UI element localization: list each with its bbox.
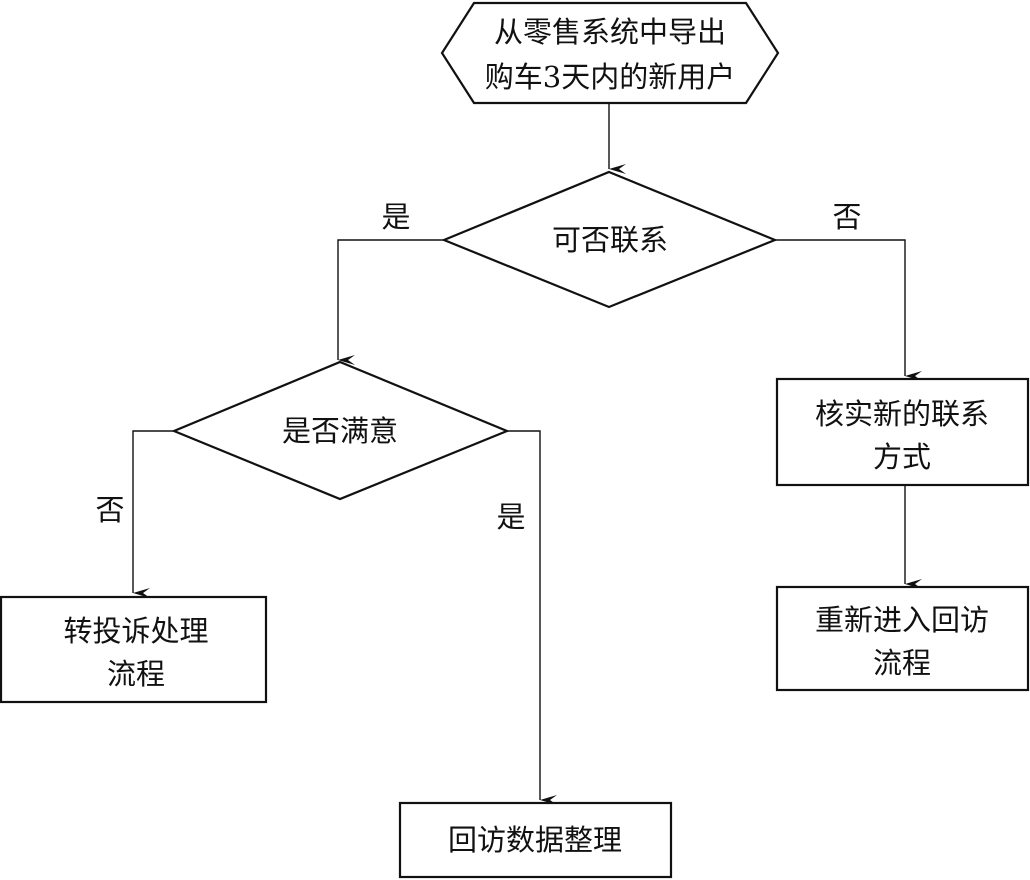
reenter-line2: 流程 bbox=[873, 646, 931, 680]
complaint-node: 转投诉处理 流程 bbox=[0, 595, 268, 704]
complaint-box bbox=[0, 595, 268, 704]
arrow-contact-no bbox=[775, 239, 922, 381]
organize-box bbox=[398, 801, 673, 879]
connectors bbox=[132, 103, 922, 805]
satisfied-yes-label: 是 bbox=[496, 500, 525, 534]
can-contact-diamond bbox=[441, 170, 778, 309]
reenter-line1: 重新进入回访 bbox=[815, 603, 989, 637]
complaint-line2: 流程 bbox=[107, 657, 165, 691]
start-node: 从零售系统中导出 购车3天内的新用户 bbox=[440, 1, 780, 105]
verify-contact-line2: 方式 bbox=[873, 440, 931, 474]
satisfied-label: 是否满意 bbox=[282, 414, 398, 448]
satisfied-diamond bbox=[171, 360, 510, 501]
organize-label: 回访数据整理 bbox=[448, 823, 622, 857]
contact-no-label: 否 bbox=[832, 200, 861, 234]
verify-contact-node: 核实新的联系 方式 bbox=[775, 377, 1030, 487]
reenter-box bbox=[775, 585, 1030, 692]
can-contact-decision: 可否联系 bbox=[441, 170, 778, 309]
verify-contact-box bbox=[775, 377, 1030, 487]
satisfied-no-label: 否 bbox=[95, 493, 124, 527]
contact-yes-label: 是 bbox=[381, 200, 410, 234]
start-label-line2: 购车3天内的新用户 bbox=[485, 60, 735, 94]
reenter-node: 重新进入回访 流程 bbox=[775, 585, 1030, 692]
arrow-satisfied-no bbox=[132, 430, 174, 598]
arrow-contact-yes bbox=[337, 239, 444, 365]
complaint-line1: 转投诉处理 bbox=[63, 614, 208, 648]
start-label-line1: 从零售系统中导出 bbox=[494, 15, 726, 49]
can-contact-label: 可否联系 bbox=[552, 223, 668, 257]
organize-node: 回访数据整理 bbox=[398, 801, 673, 879]
arrow-satisfied-yes bbox=[507, 430, 557, 805]
verify-contact-line1: 核实新的联系 bbox=[815, 397, 989, 431]
satisfied-decision: 是否满意 bbox=[171, 360, 510, 501]
start-hexagon bbox=[440, 1, 780, 105]
